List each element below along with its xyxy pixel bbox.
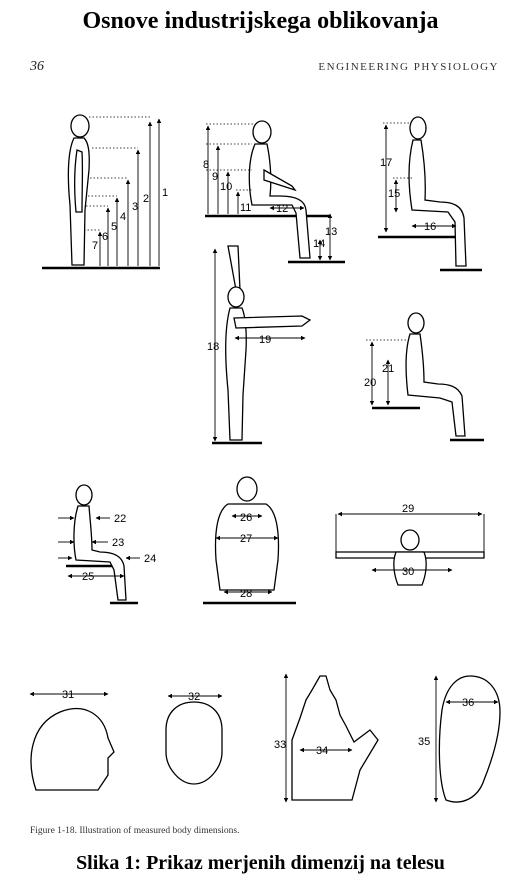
- dim-label-20: 20: [364, 377, 376, 389]
- dim-label-30: 30: [402, 566, 414, 578]
- dim-label-36: 36: [462, 697, 474, 709]
- figure-caption: Figure 1-18. Illustration of measured bo…: [30, 826, 240, 836]
- dim-label-16: 16: [424, 221, 436, 233]
- seated-side-figure: 8 9 10 11 12 13 14: [203, 120, 345, 264]
- dim-label-33: 33: [274, 739, 286, 751]
- dim-label-1: 1: [162, 187, 168, 199]
- dim-label-35: 35: [418, 736, 430, 748]
- dim-label-22: 22: [114, 513, 126, 525]
- dim-label-18: 18: [207, 341, 219, 353]
- foot-figure: 35 36: [418, 675, 501, 803]
- seated-posture-figure: 15 16 17: [378, 116, 482, 272]
- running-head: ENGINEERING PHYSIOLOGY: [318, 61, 499, 73]
- arm-span-figure: 29 30: [335, 503, 485, 586]
- dim-label-26: 26: [240, 512, 252, 524]
- dim-label-10: 10: [220, 181, 232, 193]
- dim-label-31: 31: [62, 689, 74, 701]
- dim-label-12: 12: [276, 203, 288, 215]
- dim-label-5: 5: [111, 221, 117, 233]
- dim-label-9: 9: [212, 171, 218, 183]
- dim-label-6: 6: [102, 231, 108, 243]
- dim-label-28: 28: [240, 588, 252, 600]
- dim-label-34: 34: [316, 745, 328, 757]
- seated-height-figure: 20 21: [364, 312, 484, 442]
- dim-label-8: 8: [203, 159, 209, 171]
- dim-label-21: 21: [382, 363, 394, 375]
- dim-label-7: 7: [92, 240, 98, 252]
- hand-figure: 33 34: [274, 673, 379, 803]
- dim-label-19: 19: [259, 334, 271, 346]
- standing-figure: 1 2 3 4 5 6 7: [42, 114, 168, 270]
- dim-label-14: 14: [313, 238, 325, 250]
- dim-label-29: 29: [402, 503, 414, 515]
- dim-label-24: 24: [144, 553, 156, 565]
- dim-label-15: 15: [388, 188, 400, 200]
- dim-label-27: 27: [240, 533, 252, 545]
- page-number: 36: [30, 59, 44, 74]
- page-title: Osnove industrijskega oblikovanja: [82, 8, 439, 34]
- seated-depth-figure: 22 23 24 25: [58, 484, 156, 605]
- head-front-figure: 32: [165, 691, 223, 785]
- dim-label-3: 3: [132, 201, 138, 213]
- dim-label-32: 32: [188, 691, 200, 703]
- dim-label-4: 4: [120, 211, 126, 223]
- bottom-caption: Slika 1: Prikaz merjenih dimenzij na tel…: [76, 852, 445, 874]
- reach-figure: 18 19: [207, 245, 312, 445]
- dim-label-13: 13: [325, 226, 337, 238]
- dim-label-11: 11: [240, 202, 251, 214]
- head-side-figure: 31: [29, 689, 115, 791]
- dim-label-2: 2: [143, 193, 149, 205]
- dim-label-17: 17: [380, 157, 392, 169]
- dim-label-23: 23: [112, 537, 124, 549]
- dim-label-25: 25: [82, 571, 94, 583]
- seated-front-figure: 26 27 28: [203, 476, 296, 605]
